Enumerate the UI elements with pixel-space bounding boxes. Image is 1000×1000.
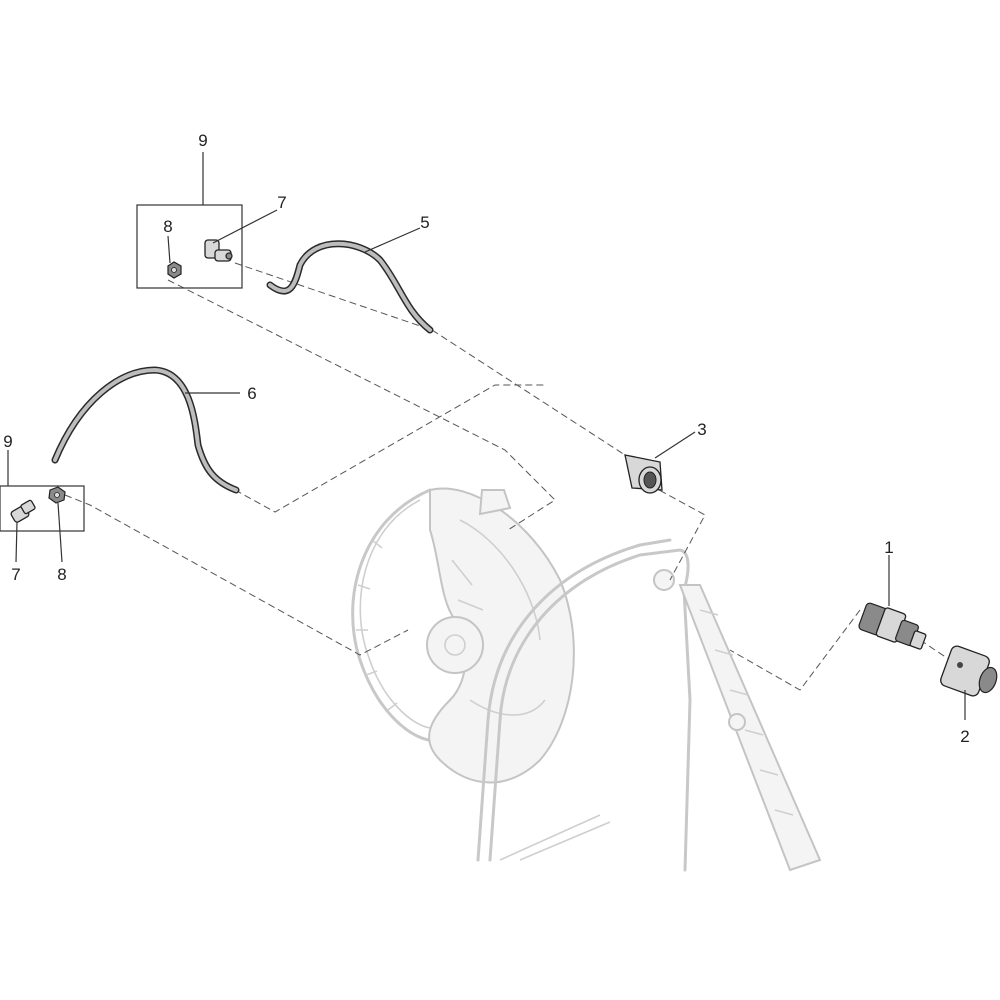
callout-6: 6 xyxy=(247,384,256,403)
callout-1: 1 xyxy=(884,538,893,557)
callout-5: 5 xyxy=(420,213,429,232)
elbow-fitting-7-upper xyxy=(204,239,233,262)
callout-9-upper: 9 xyxy=(198,131,207,150)
callout-8-lower: 8 xyxy=(57,565,66,584)
assembly-lines xyxy=(64,262,951,691)
kit-box-lower xyxy=(0,485,85,532)
callout-7-upper: 7 xyxy=(277,193,286,212)
nut-8-upper xyxy=(167,261,182,279)
callout-7-lower: 7 xyxy=(11,565,20,584)
coupling-1 xyxy=(858,602,927,650)
callout-8-upper: 8 xyxy=(163,217,172,236)
kit-box-upper xyxy=(136,204,243,289)
hose-6 xyxy=(51,366,240,494)
callout-labels: 9 7 8 5 6 3 1 2 9 7 8 xyxy=(3,131,969,746)
elbow-fitting-7-lower xyxy=(10,499,36,523)
leader-lines xyxy=(7,152,966,720)
nut-8-lower xyxy=(48,486,66,504)
callout-9-lower: 9 xyxy=(3,432,12,451)
callout-2: 2 xyxy=(960,727,969,746)
hose-5 xyxy=(266,240,434,334)
cap-2 xyxy=(940,645,998,697)
callout-3: 3 xyxy=(697,420,706,439)
sleeve-3 xyxy=(624,454,663,494)
saw-assembly-ghost xyxy=(351,487,822,872)
